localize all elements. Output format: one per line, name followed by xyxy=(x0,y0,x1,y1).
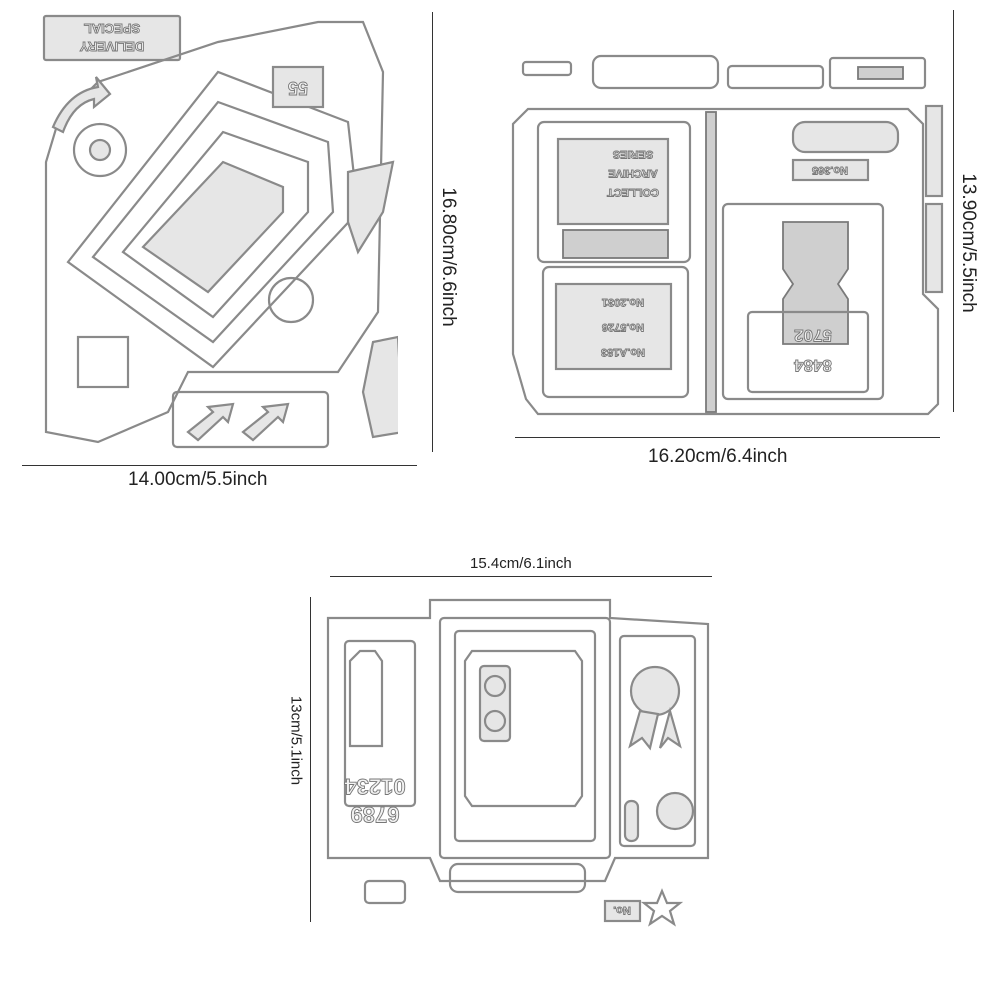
svg-text:SERIES: SERIES xyxy=(613,148,653,160)
svg-text:DELIVERY: DELIVERY xyxy=(79,39,144,54)
envelope-die-set: SPECIAL DELIVERY 55 xyxy=(38,12,398,457)
height-dimension-label: 13.90cm/5.5inch xyxy=(958,173,979,313)
svg-text:SPECIAL: SPECIAL xyxy=(84,21,140,36)
svg-text:No.2031: No.2031 xyxy=(602,296,644,308)
svg-text:5702: 5702 xyxy=(794,326,832,345)
svg-text:COLLECT: COLLECT xyxy=(607,186,659,198)
height-dimension-label: 13cm/5.1inch xyxy=(287,695,305,786)
svg-text:6789: 6789 xyxy=(351,802,400,827)
svg-text:ARCHIVE: ARCHIVE xyxy=(608,167,658,179)
svg-text:No.: No. xyxy=(613,904,631,916)
width-dimension-line xyxy=(515,437,940,438)
width-dimension-line xyxy=(330,576,712,577)
width-dimension-label: 15.4cm/6.1inch xyxy=(470,555,572,572)
svg-text:55: 55 xyxy=(288,78,308,98)
height-dimension-label: 16.80cm/6.6inch xyxy=(438,187,459,327)
height-dimension-line xyxy=(310,597,311,922)
folder-die-set: SERIES ARCHIVE COLLECT No.2031 No.5726 N… xyxy=(508,54,948,422)
width-dimension-label: 16.20cm/6.4inch xyxy=(648,446,788,467)
svg-text:01234: 01234 xyxy=(344,774,406,799)
height-dimension-line xyxy=(953,10,954,412)
width-dimension-label: 14.00cm/5.5inch xyxy=(128,469,268,490)
svg-text:No.365: No.365 xyxy=(812,164,848,176)
svg-text:No.A183: No.A183 xyxy=(601,346,645,358)
svg-text:8484: 8484 xyxy=(794,356,832,375)
height-dimension-line xyxy=(432,12,433,452)
cassette-die-set: 01234 6789 No. xyxy=(320,596,715,931)
svg-text:No.5726: No.5726 xyxy=(602,321,644,333)
width-dimension-line xyxy=(22,465,417,466)
